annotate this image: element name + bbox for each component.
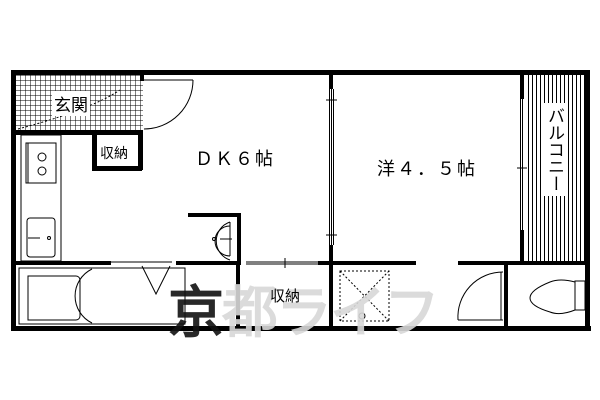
bathtub (18, 265, 186, 325)
label-hall-storage: 収納 (270, 287, 301, 305)
washer-pan (339, 270, 390, 322)
label-balcony: バルコニー (542, 103, 567, 196)
walls (11, 70, 591, 331)
sliding-doors (110, 89, 527, 268)
label-western-room: 洋４．５帖 (377, 159, 477, 180)
kitchen-counter (20, 134, 62, 262)
label-entrance: 玄関 (52, 91, 90, 116)
label-entrance-storage: 収納 (100, 146, 128, 162)
toilet-door (457, 271, 504, 321)
toilet (529, 279, 586, 315)
label-dk: ＤＫ６帖 (195, 149, 275, 170)
washbasin (212, 221, 232, 261)
watermark: 京都ライフ (168, 268, 440, 349)
watermark-char: 京 (168, 281, 224, 346)
watermark-text: 都ライフ (222, 281, 440, 346)
